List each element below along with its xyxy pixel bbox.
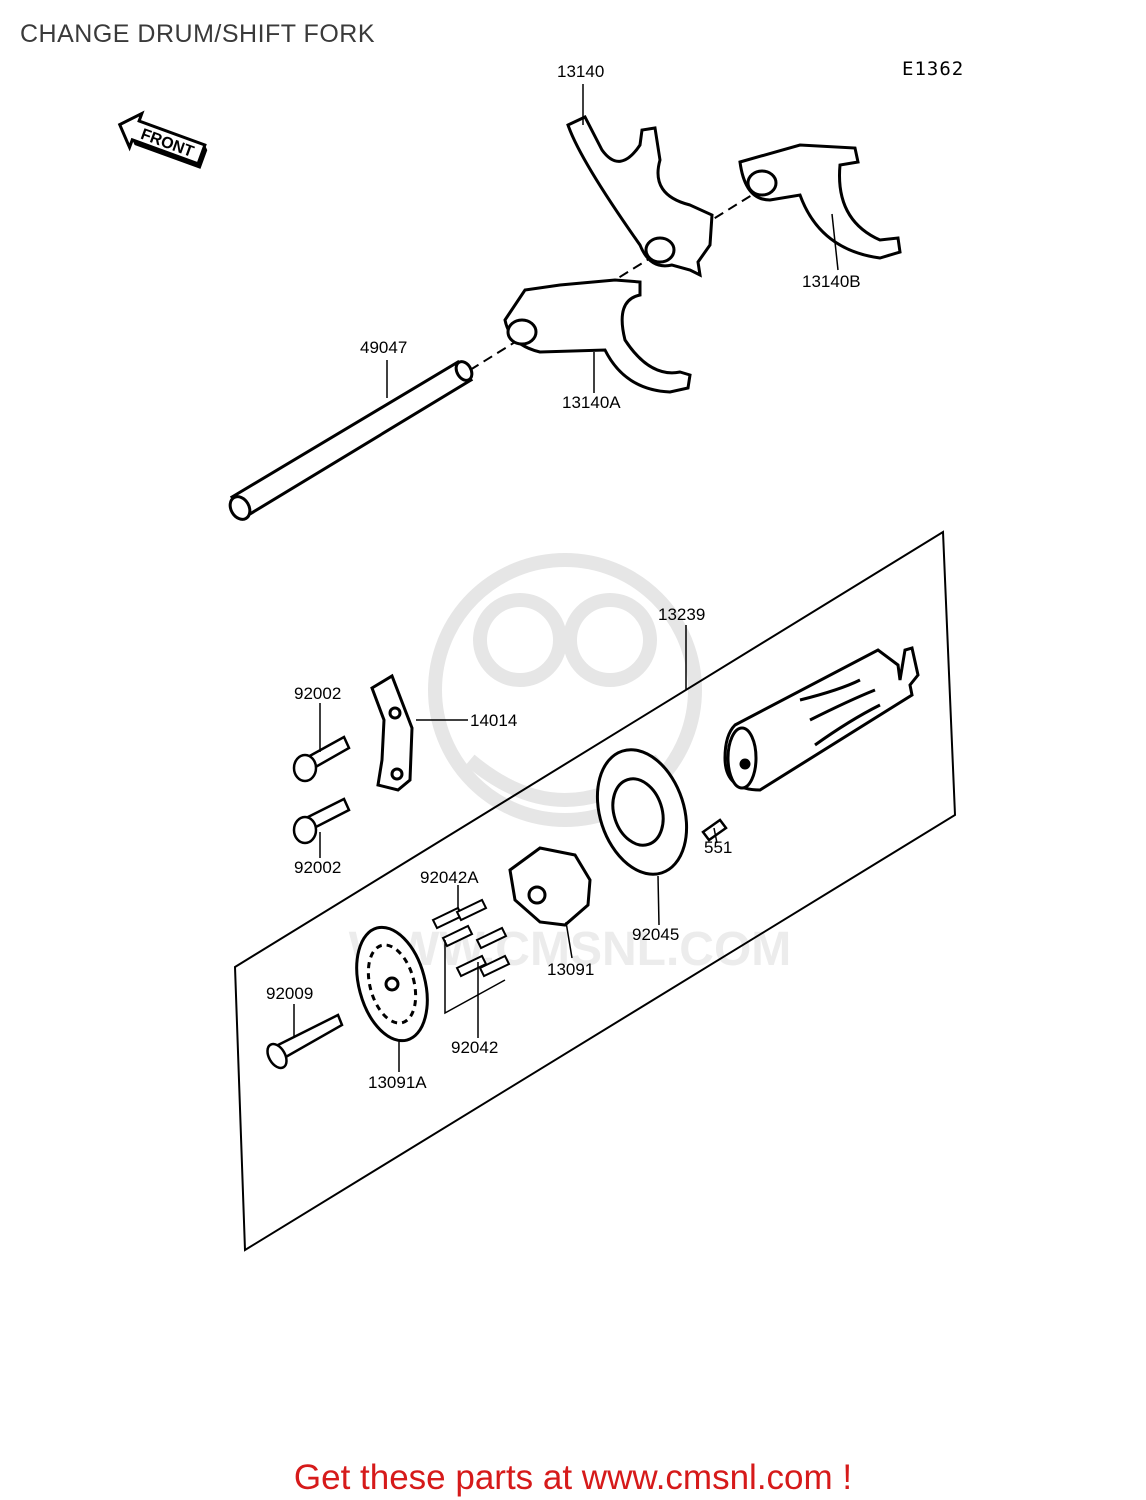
part-label-13140b: 13140B — [802, 272, 861, 291]
watermark-logo — [428, 553, 702, 827]
part-label-92002-upper: 92002 — [294, 684, 342, 703]
diagram-code: E1362 — [902, 58, 965, 80]
part-label-92042: 92042 — [451, 1038, 499, 1057]
footer-text[interactable]: Get these parts at www.cmsnl.com ! — [293, 1458, 853, 1497]
shift-rod — [228, 360, 474, 521]
footer-link[interactable]: Get these parts at www.cmsnl.com ! — [0, 1458, 1146, 1498]
front-arrow-icon: FRONT — [117, 110, 208, 169]
part-label-13140a: 13140A — [562, 393, 621, 412]
part-label-49047: 49047 — [360, 338, 408, 357]
part-label-13140: 13140 — [557, 62, 605, 81]
drum-cam — [508, 846, 592, 927]
part-label-551: 551 — [704, 838, 733, 857]
page-title: CHANGE DRUM/SHIFT FORK — [20, 20, 375, 48]
part-label-14014: 14014 — [470, 711, 518, 730]
part-label-92042a: 92042A — [420, 868, 479, 887]
assembly-outline — [233, 530, 957, 1252]
part-label-13091a: 13091A — [368, 1073, 427, 1092]
shift-fork-13140b — [738, 143, 902, 260]
change-drum — [723, 646, 920, 792]
part-label-13239: 13239 — [658, 605, 706, 624]
bearing — [595, 748, 689, 876]
leader-lines — [293, 84, 839, 1072]
pin-holder — [355, 925, 429, 1043]
screw-92009 — [266, 1013, 344, 1070]
part-label-13091: 13091 — [547, 960, 595, 979]
shift-fork-13140 — [566, 115, 714, 278]
bolt-92002-lower — [292, 797, 351, 845]
shift-fork-13140a — [503, 278, 692, 394]
positioning-plate — [370, 673, 414, 792]
bolt-92002-upper — [292, 735, 351, 783]
part-label-92002-lower: 92002 — [294, 858, 342, 877]
part-label-92009: 92009 — [266, 984, 314, 1003]
part-label-92045: 92045 — [632, 925, 680, 944]
